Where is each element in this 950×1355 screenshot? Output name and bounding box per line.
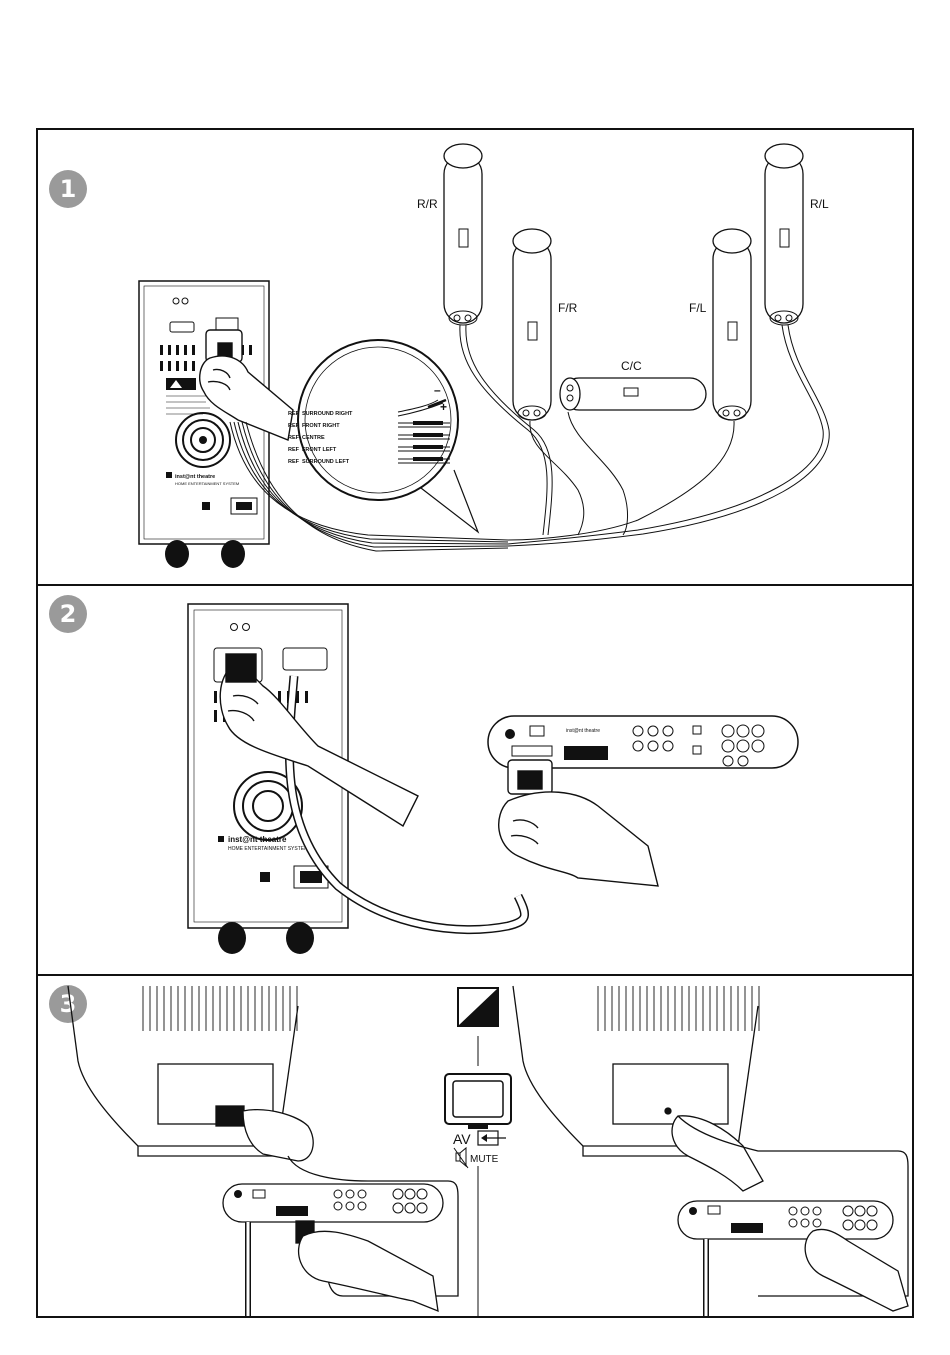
- svg-text:REF: REF: [288, 435, 300, 441]
- svg-text:CENTRE: CENTRE: [302, 435, 325, 441]
- svg-text:SURROUND RIGHT: SURROUND RIGHT: [302, 411, 353, 417]
- speaker-rear-left: [508, 144, 829, 546]
- polarity-minus: –: [434, 383, 441, 397]
- svg-text:REF: REF: [288, 411, 300, 417]
- av-control-unit-left: [223, 1184, 443, 1222]
- speaker-centre: [560, 378, 706, 535]
- mute-label: MUTE: [470, 1154, 499, 1165]
- svg-text:SURROUND LEFT: SURROUND LEFT: [302, 459, 350, 465]
- svg-text:REF: REF: [288, 447, 300, 453]
- input-arrow-icon: [478, 1131, 506, 1145]
- av-connection-illustration: inst@nt theatre HOME ENTERTAINMENT SYSTE…: [38, 586, 916, 974]
- tv-connection-illustration: AV MUTE: [38, 976, 916, 1318]
- label-centre: C/C: [621, 359, 642, 373]
- hand-plugging-control-unit: [499, 760, 658, 886]
- svg-text:inst@nt theatre: inst@nt theatre: [228, 835, 287, 844]
- panel-step-1: 1: [38, 130, 912, 584]
- label-rear-right: R/R: [417, 197, 438, 211]
- av-label: AV: [453, 1131, 471, 1147]
- instruction-frame: 1: [36, 128, 914, 1318]
- legend-row-front-right: REF FRONT RIGHT: [288, 423, 340, 429]
- speaker-wiring-illustration: inst@nt theatre HOME ENTERTAINMENT SYSTE…: [38, 130, 916, 584]
- legend-row-front-left: REF FRONT LEFT: [288, 447, 337, 453]
- panel-step-3: 3: [38, 976, 912, 1318]
- polarity-plus: +: [440, 400, 447, 414]
- label-front-left: F/L: [689, 301, 707, 315]
- hand-scart-control: [296, 1221, 438, 1311]
- mute-icon: [454, 1148, 468, 1168]
- svg-text:inst@nt theatre: inst@nt theatre: [566, 728, 600, 734]
- svg-text:HOME ENTERTAINMENT SYSTEM: HOME ENTERTAINMENT SYSTEM: [228, 846, 308, 852]
- svg-text:inst@nt theatre: inst@nt theatre: [175, 474, 215, 480]
- label-front-right: F/R: [558, 301, 578, 315]
- tv-icon: [445, 1074, 511, 1129]
- svg-text:FRONT RIGHT: FRONT RIGHT: [302, 423, 340, 429]
- subwoofer-rear-panel: inst@nt theatre HOME ENTERTAINMENT SYSTE…: [188, 604, 348, 954]
- svg-text:REF: REF: [288, 423, 300, 429]
- svg-text:REF: REF: [288, 459, 300, 465]
- label-rear-left: R/L: [810, 197, 829, 211]
- legend-row-surround-left: REF SURROUND LEFT: [288, 459, 350, 465]
- hand-scart-tv: [216, 1106, 313, 1161]
- wire-magnifier-callout: [298, 340, 478, 532]
- panel-step-2: 2 inst@nt theatre: [38, 586, 912, 974]
- hand-video-control: [805, 1229, 908, 1311]
- legend-row-centre: REF CENTRE: [288, 435, 325, 441]
- svg-text:HOME ENTERTAINMENT SYSTEM: HOME ENTERTAINMENT SYSTEM: [175, 481, 239, 486]
- av-control-unit-right: [678, 1201, 893, 1239]
- contrast-icon: [458, 988, 498, 1026]
- legend-row-surround-right: REF SURROUND RIGHT: [288, 411, 353, 417]
- svg-text:FRONT LEFT: FRONT LEFT: [302, 447, 337, 453]
